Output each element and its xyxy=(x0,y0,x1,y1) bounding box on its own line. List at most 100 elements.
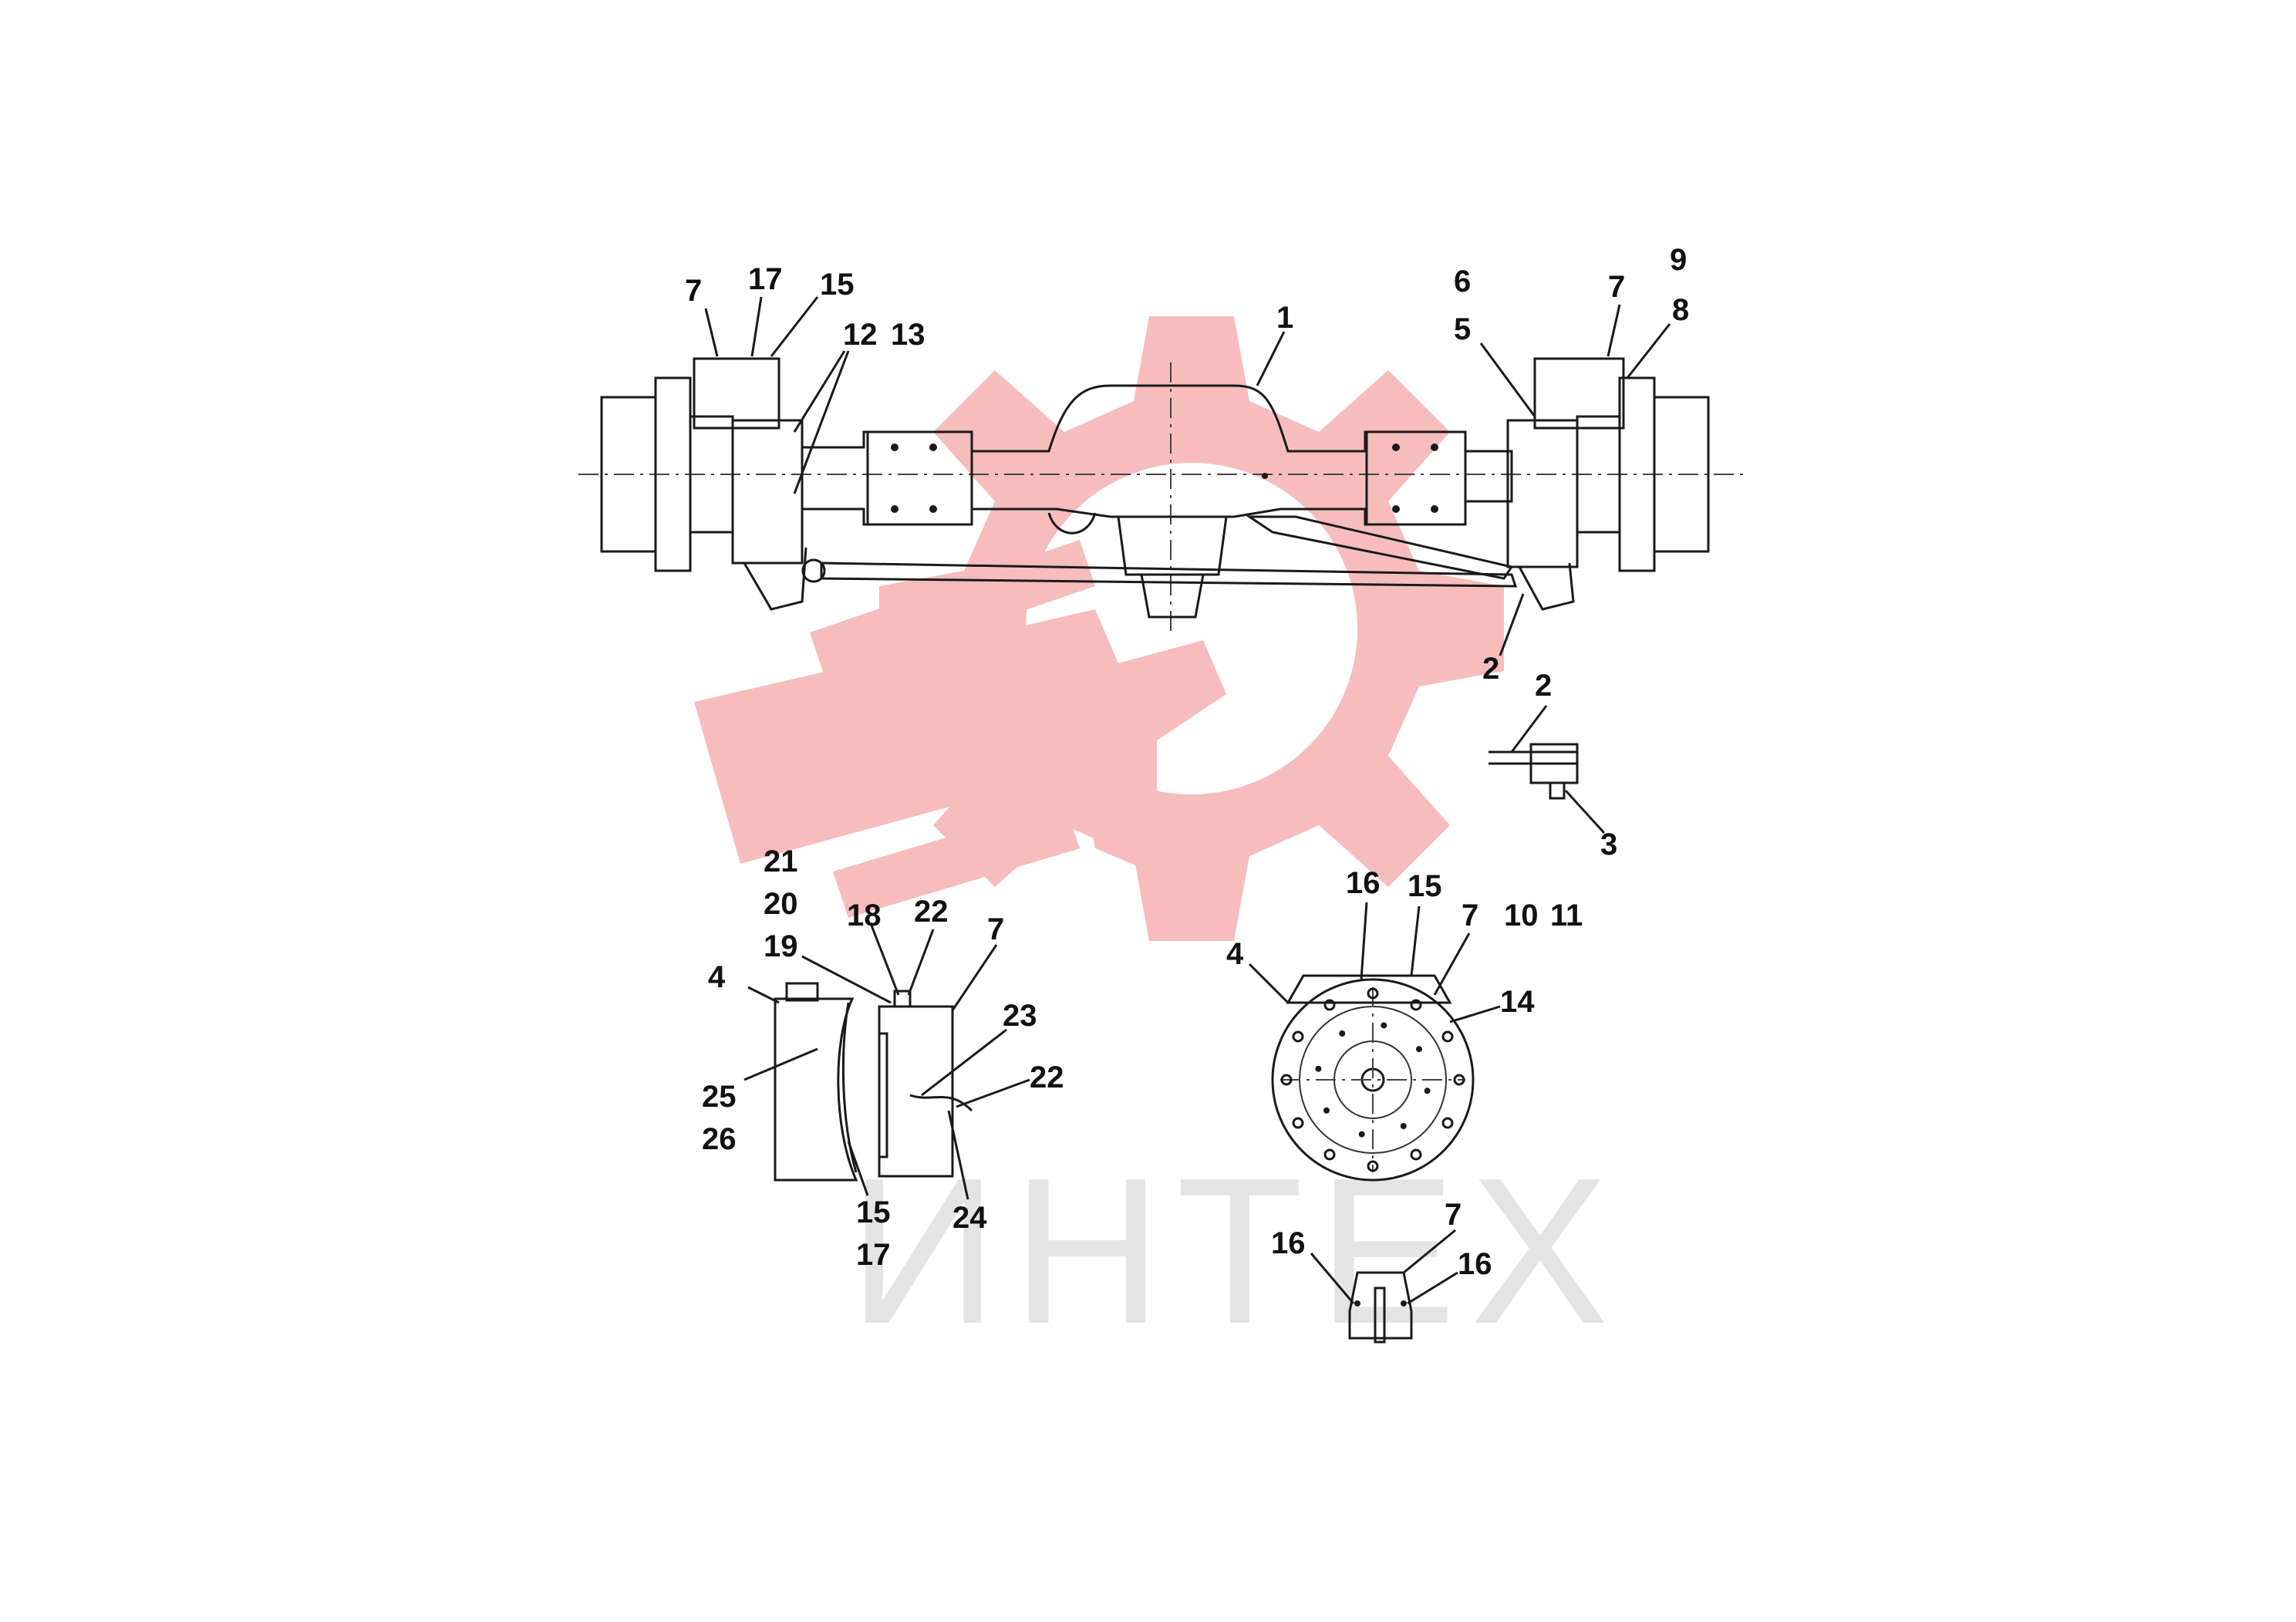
leader-main-5 xyxy=(1479,342,1536,417)
caliper-top-bracket xyxy=(785,982,819,1002)
drag-link xyxy=(1246,515,1514,580)
callout-hub-4: 4 xyxy=(1226,937,1244,971)
callout-labels: 7 17 15 12 13 1 6 5 7 9 8 2 2 3 21 20 19… xyxy=(685,243,1689,1281)
leader-det-3 xyxy=(1564,789,1606,835)
watermark-stripe-1 xyxy=(810,540,1095,679)
callout-hub-16: 16 xyxy=(1346,866,1381,900)
leader-brk-23 xyxy=(921,1028,1007,1097)
leader-sec-7 xyxy=(1403,1229,1456,1274)
callout-main-7b: 7 xyxy=(1608,270,1625,304)
hub-inner-bolt xyxy=(1339,1030,1346,1037)
leader-main-12-b xyxy=(793,350,850,494)
callout-brk-22b: 22 xyxy=(1030,1061,1064,1094)
main-axle xyxy=(578,357,1743,632)
hub-inner-bolt xyxy=(1358,1131,1365,1138)
leader-brk-7 xyxy=(951,944,998,1011)
callout-main-15a: 15 xyxy=(820,268,855,302)
hub-stud xyxy=(1441,1117,1454,1129)
callout-brk-19: 19 xyxy=(764,929,798,963)
left-knuckle xyxy=(731,419,804,565)
center-pivot-mount xyxy=(1140,574,1205,619)
detail-joint xyxy=(1489,743,1579,800)
callout-brk-15: 15 xyxy=(856,1195,891,1229)
section-pin xyxy=(1374,1286,1386,1344)
callout-main-2a: 2 xyxy=(1482,652,1499,686)
hub-inner-bolt xyxy=(1416,1046,1422,1053)
callout-main-17a: 17 xyxy=(748,262,783,296)
brake-line xyxy=(909,1094,973,1112)
watermark-gear xyxy=(879,316,1504,941)
leader-main-8 xyxy=(1626,323,1671,379)
right-wheel-drum xyxy=(1653,396,1710,553)
callout-hub-15: 15 xyxy=(1408,869,1442,903)
leader-sec-16a xyxy=(1310,1253,1355,1304)
spring-pad-bolts xyxy=(891,443,1438,513)
hub-inner-bolt xyxy=(1424,1088,1431,1094)
callout-main-1: 1 xyxy=(1276,301,1293,335)
watermark-wrench xyxy=(694,609,1226,887)
leader-hub-15 xyxy=(1410,905,1421,976)
center-pivot-bracket xyxy=(1117,516,1228,576)
hub-stud xyxy=(1323,1148,1336,1161)
callout-det-2b: 2 xyxy=(1535,669,1552,703)
leader-main-7b xyxy=(1607,304,1621,357)
callout-brk-17: 17 xyxy=(856,1238,891,1272)
callout-det-3: 3 xyxy=(1600,828,1617,862)
leader-lines xyxy=(704,296,1671,1305)
hub-inner-bolt xyxy=(1400,1123,1407,1129)
left-caliper-housing xyxy=(693,357,781,430)
hub-caliper-top xyxy=(1286,974,1452,1004)
callout-sec-16b: 16 xyxy=(1458,1247,1492,1281)
leader-brk-22b xyxy=(956,1078,1030,1108)
callout-main-7a: 7 xyxy=(685,274,702,308)
hub-stud xyxy=(1292,1117,1304,1129)
hub-stud xyxy=(1453,1074,1465,1086)
hub-stud-circle xyxy=(1280,987,1465,1172)
leader-brk-25 xyxy=(743,1047,818,1081)
detail-rod xyxy=(1489,750,1579,765)
hub-stud xyxy=(1367,987,1379,1000)
hub-stud xyxy=(1441,1030,1454,1043)
callout-brk-20: 20 xyxy=(764,887,798,921)
callout-brk-21: 21 xyxy=(764,845,798,878)
callout-brk-26: 26 xyxy=(702,1122,737,1156)
hub-inner-bolt xyxy=(1323,1107,1330,1114)
callout-main-6: 6 xyxy=(1454,265,1471,298)
callout-main-9: 9 xyxy=(1670,243,1687,277)
leader-sec-16b xyxy=(1407,1271,1458,1305)
right-caliper-housing xyxy=(1533,357,1625,430)
leader-hub-4 xyxy=(1248,963,1290,1004)
leader-main-2a xyxy=(1499,593,1525,656)
callout-brk-24: 24 xyxy=(952,1201,987,1235)
callout-hub-10: 10 xyxy=(1504,899,1539,932)
left-spring-pad xyxy=(866,430,973,526)
hub-face-detail xyxy=(1271,974,1475,1182)
callout-hub-14: 14 xyxy=(1500,985,1535,1019)
axle-beam xyxy=(801,384,1513,526)
right-spring-pad xyxy=(1365,430,1467,526)
hub-inner-bolt xyxy=(1315,1065,1322,1072)
leader-brk-4 xyxy=(747,986,780,1004)
hub-stud xyxy=(1280,1074,1293,1086)
leader-main-15a xyxy=(770,296,819,357)
leader-hub-16 xyxy=(1360,902,1368,980)
callout-brk-4: 4 xyxy=(708,960,726,994)
leader-main-7a xyxy=(704,308,719,357)
callout-main-12: 12 xyxy=(843,318,878,352)
callout-hub-7: 7 xyxy=(1462,899,1478,932)
leader-brk-15 xyxy=(847,1141,869,1196)
caliper-bridge xyxy=(879,1032,888,1158)
callout-brk-18: 18 xyxy=(847,899,882,932)
callout-main-13: 13 xyxy=(891,318,925,352)
leader-brk-18 xyxy=(870,925,900,996)
hub-stud xyxy=(1323,999,1336,1011)
caliper-inner-half xyxy=(878,1005,954,1178)
leader-hub-14 xyxy=(1449,1005,1501,1023)
right-knuckle xyxy=(1506,419,1579,568)
hub-stud xyxy=(1410,1148,1422,1161)
callout-brk-23: 23 xyxy=(1003,999,1037,1033)
leader-main-1 xyxy=(1256,331,1286,386)
section-hole-left xyxy=(1354,1300,1360,1307)
bleeder-valve xyxy=(893,990,912,1008)
